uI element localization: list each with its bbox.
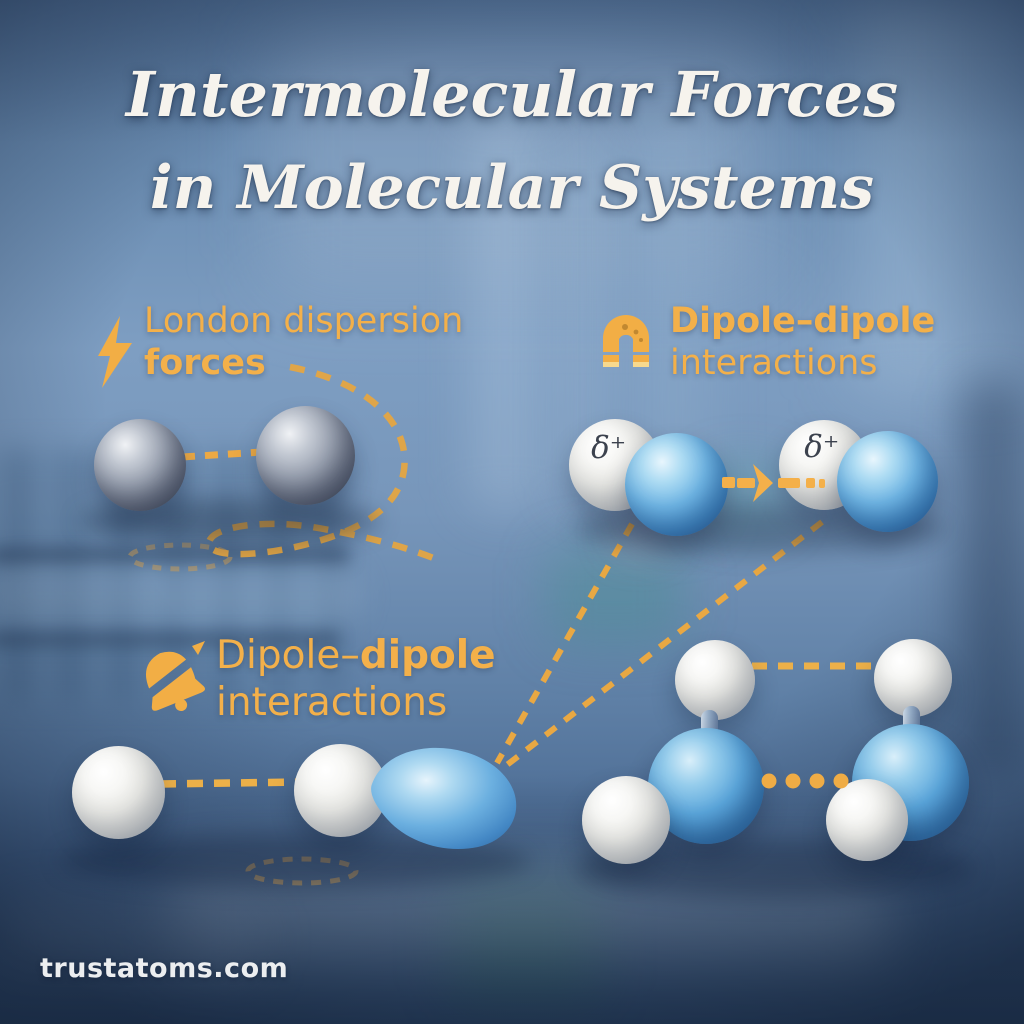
polar-molecule-1-blue-atom <box>625 433 728 536</box>
magnet-icon <box>603 315 649 367</box>
water-1-bottom-hydrogen <box>582 776 670 864</box>
label-dipole-left-text: Dipole–dipole interactions <box>216 632 496 726</box>
label-segment: Dipole– <box>216 633 360 678</box>
water-2-bottom-hydrogen <box>826 779 908 861</box>
polar-molecule-2-blue-atom <box>837 431 938 532</box>
label-london-text: London dispersion forces <box>144 300 463 384</box>
label-dipole-dipole-top: Dipole–dipole interactions <box>594 300 935 384</box>
white-atom-right <box>294 744 387 837</box>
label-line: Dipole–dipole <box>216 632 496 679</box>
water-2-top-hydrogen <box>874 639 952 717</box>
watermark: trustatoms.com <box>40 953 289 984</box>
label-line: interactions <box>670 343 878 383</box>
gray-atom-2 <box>256 406 355 505</box>
label-line: interactions <box>216 680 448 725</box>
delta-plus-label: δ⁺ <box>591 430 627 467</box>
page-title: Intermolecular Forces in Molecular Syste… <box>0 58 1024 223</box>
label-segment: dipole <box>359 633 496 678</box>
title-line-1: Intermolecular Forces <box>125 58 899 131</box>
gray-atom-1 <box>94 419 186 511</box>
shadow-bottom-left-group <box>60 834 530 888</box>
lightning-icon <box>98 316 132 388</box>
label-london-dispersion: London dispersion forces <box>96 300 463 388</box>
label-line: London dispersion <box>144 301 464 341</box>
label-dipole-top-text: Dipole–dipole interactions <box>670 300 935 384</box>
delta-plus-label: δ⁺ <box>804 429 840 465</box>
bell-slash-icon <box>146 641 206 712</box>
label-line: forces <box>144 343 266 383</box>
label-dipole-dipole-left: Dipole–dipole interactions <box>136 632 496 726</box>
white-atom-left <box>72 746 165 839</box>
water-1-top-hydrogen <box>675 640 755 720</box>
label-line: Dipole–dipole <box>670 301 936 341</box>
title-line-2: in Molecular Systems <box>149 153 875 223</box>
